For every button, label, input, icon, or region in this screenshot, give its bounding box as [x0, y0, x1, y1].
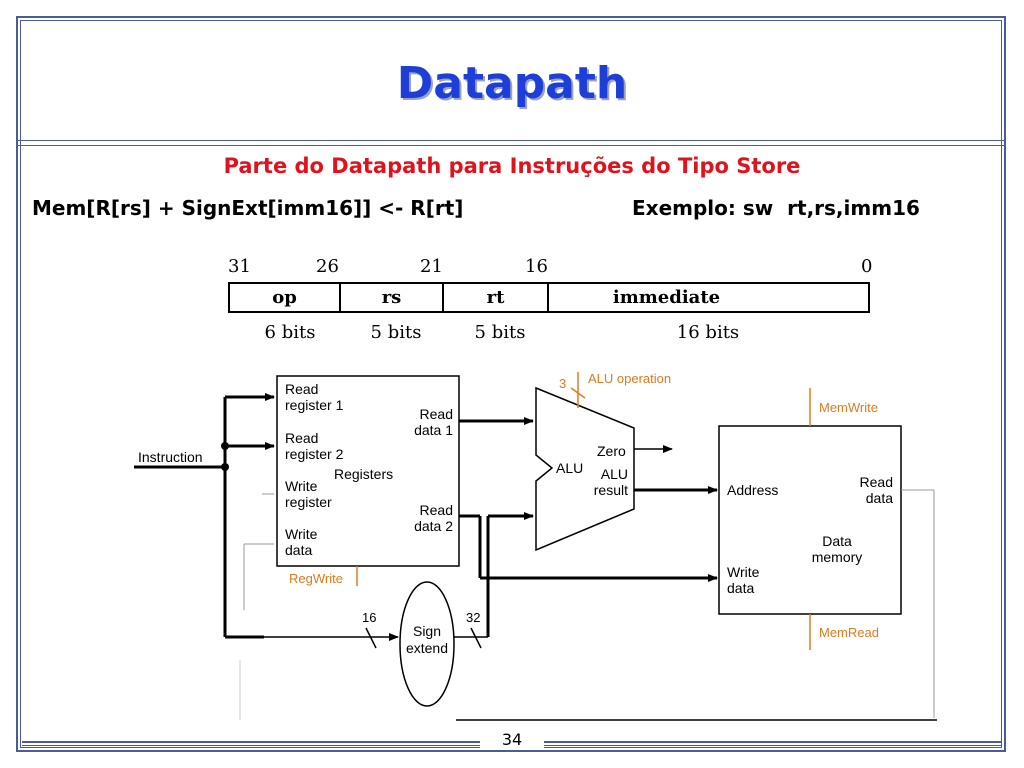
bits-32-label: 32 [466, 610, 480, 625]
slide-subtitle: Parte do Datapath para Instruções do Tip… [223, 154, 801, 178]
registers-title: Registers [334, 466, 393, 482]
field-immediate: immediate [612, 287, 721, 308]
bus-width-slash-32 [470, 627, 482, 649]
junction-dot [221, 463, 229, 471]
memread-control-label: MemRead [819, 625, 879, 640]
field-divider [339, 282, 341, 313]
title-divider-2 [18, 145, 1004, 146]
bit-position-16: 16 [525, 256, 548, 277]
bits-16-label: 16 [362, 610, 376, 625]
width-op: 6 bits [264, 322, 316, 343]
instruction-label: Instruction [138, 449, 203, 465]
width-rs: 5 bits [370, 322, 422, 343]
page-number: 34 [480, 730, 544, 749]
instruction-format-box [228, 282, 870, 313]
footer-rule-right-2 [544, 745, 1002, 746]
bit-position-31: 31 [228, 256, 251, 277]
bus-width-slash-16 [365, 627, 377, 649]
regwrite-control-label: RegWrite [289, 571, 343, 586]
data-memory-box [718, 425, 902, 615]
bit-position-26: 26 [316, 256, 339, 277]
footer-rule-right [544, 741, 1002, 743]
field-rt: rt [486, 287, 505, 308]
alu-unit [535, 386, 635, 552]
field-op: op [272, 287, 297, 308]
mem-address-label: Address [727, 482, 778, 498]
bit-position-0: 0 [861, 256, 873, 277]
width-rt: 5 bits [474, 322, 526, 343]
alu-op-width-slash [570, 387, 586, 399]
field-divider [547, 282, 549, 313]
field-divider [442, 282, 444, 313]
footer-rule-left [22, 741, 480, 743]
bit-position-21: 21 [420, 256, 443, 277]
memwrite-control-label: MemWrite [819, 400, 878, 415]
title-divider [18, 140, 1004, 141]
slide-title: Datapath [396, 58, 628, 109]
register-file-box [276, 375, 460, 567]
store-example: Exemplo: sw rt,rs,imm16 [632, 196, 920, 220]
alu-zero-label: Zero [597, 443, 626, 459]
footer-rule-left-2 [22, 745, 480, 746]
alu-label: ALU [556, 460, 583, 476]
store-formula: Mem[R[rs] + SignExt[imm16]] <- R[rt] [32, 196, 464, 220]
width-immediate: 16 bits [676, 322, 740, 343]
field-rs: rs [381, 287, 402, 308]
alu-operation-label: ALU operation [588, 371, 671, 386]
sign-extend-unit [399, 581, 455, 707]
slide-frame-outer [16, 16, 1006, 752]
alu-op-bits-label: 3 [559, 376, 566, 391]
